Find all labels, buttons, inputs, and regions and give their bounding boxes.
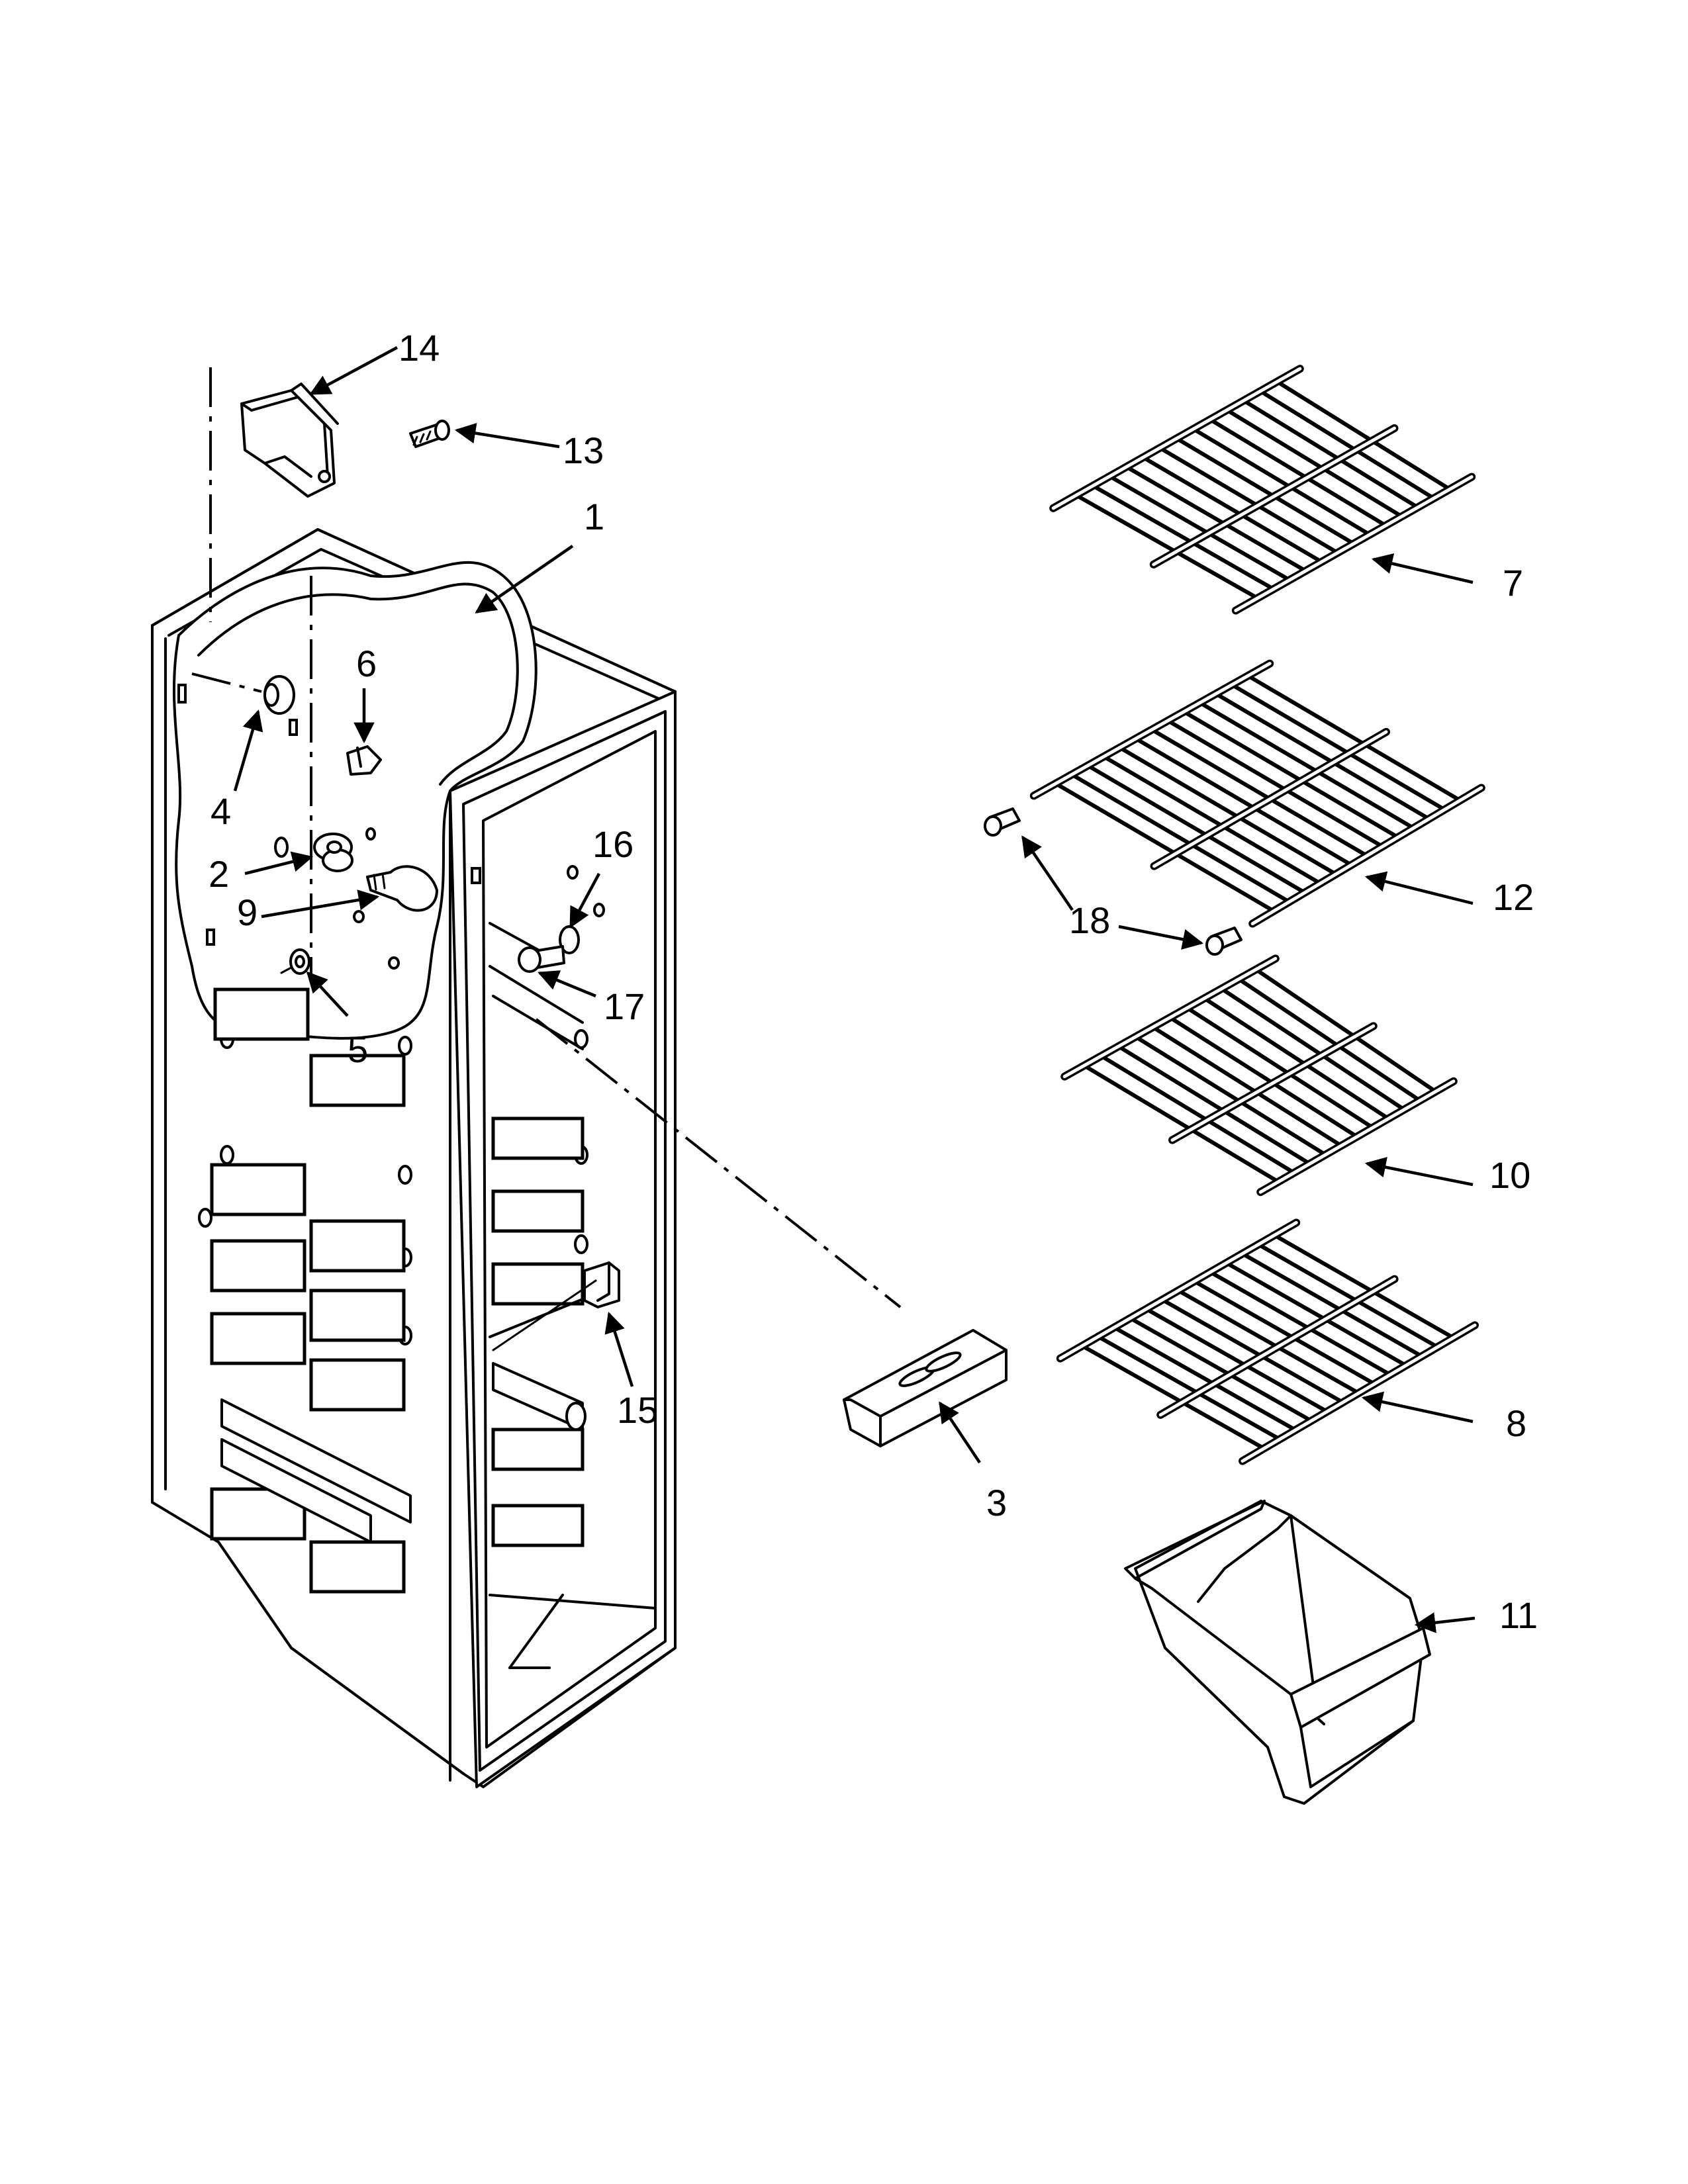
- callout-3: 3: [986, 1482, 1007, 1524]
- knob-4: [263, 675, 295, 715]
- callout-6: 6: [356, 643, 377, 684]
- callout-12: 12: [1493, 876, 1534, 918]
- callout-7: 7: [1503, 562, 1523, 604]
- callout-8: 8: [1506, 1402, 1526, 1444]
- callout-10: 10: [1489, 1154, 1530, 1196]
- wire-shelf-8: [1056, 1218, 1479, 1465]
- callout-2: 2: [209, 853, 229, 895]
- screw-13: [409, 420, 450, 448]
- callout-13: 13: [563, 430, 604, 471]
- wire-shelf-12: [1029, 659, 1485, 928]
- switch-15: [492, 1261, 620, 1351]
- callout-17: 17: [604, 985, 645, 1027]
- grommet-5: [280, 948, 310, 975]
- callout-1: 1: [584, 496, 604, 537]
- callout-labels: 14 13 1 7 6 4 16 2 12 9 18 17 5 10 15 8 …: [209, 327, 1538, 1636]
- socket-2: [313, 833, 353, 872]
- shelf-pin-18b: [1205, 927, 1243, 956]
- wire-shelf-10: [1060, 954, 1458, 1197]
- callout-9: 9: [237, 891, 258, 933]
- callout-18: 18: [1069, 899, 1110, 941]
- clip-6: [346, 745, 382, 776]
- callout-4: 4: [211, 790, 231, 832]
- callout-11: 11: [1499, 1594, 1538, 1636]
- stud-16-17: [518, 925, 580, 973]
- wire-shelf-7: [1049, 365, 1476, 615]
- shelf-pin-18a: [984, 807, 1021, 837]
- bracket-14: [240, 383, 339, 498]
- callout-15: 15: [617, 1389, 658, 1431]
- callout-5: 5: [348, 1028, 368, 1070]
- light-cover-3: [843, 1329, 1008, 1447]
- bulb-9: [366, 865, 438, 912]
- callout-16: 16: [592, 823, 633, 865]
- callout-14: 14: [399, 327, 440, 369]
- freezer-liner: [151, 367, 902, 1788]
- freezer-bin-11: [1124, 1500, 1431, 1805]
- leader-lines: [233, 346, 1476, 1633]
